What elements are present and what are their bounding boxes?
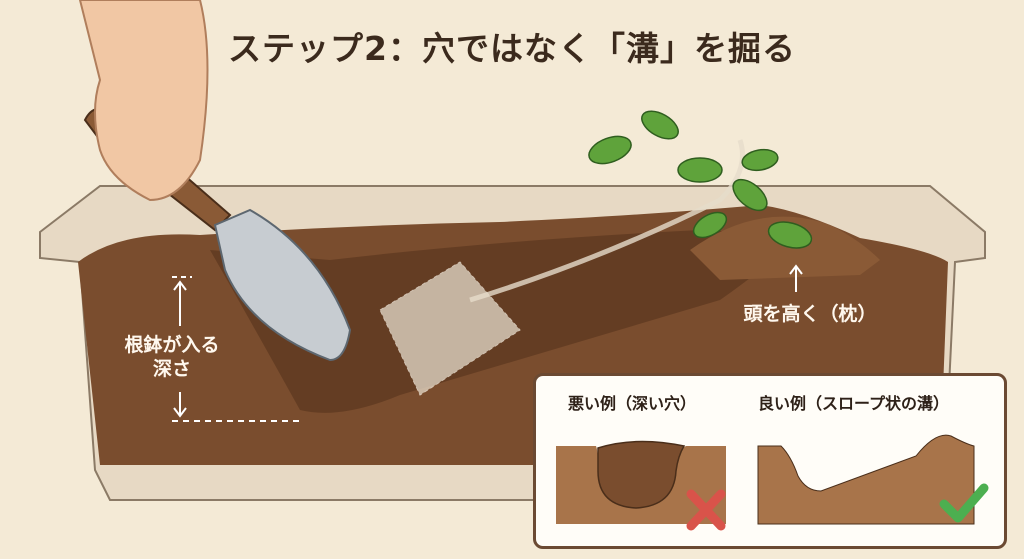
stem xyxy=(469,139,745,303)
depth-label-line2: 深さ xyxy=(152,358,191,380)
pillow-label: 頭を高く（枕） xyxy=(743,303,877,325)
arrow-down-icon xyxy=(173,392,187,418)
bad-example-soil xyxy=(556,446,726,524)
pillow-mound xyxy=(690,216,880,280)
comparison-panel: 悪い例（深い穴） 良い例（スロープ状の溝） xyxy=(533,373,1007,549)
cross-icon xyxy=(686,489,726,531)
check-icon xyxy=(939,483,989,523)
page-title: ステップ2：穴ではなく「溝」を掘る xyxy=(228,29,796,68)
depth-label-line1: 根鉢が入る xyxy=(124,334,220,356)
depth-label: 根鉢が入る 深さ xyxy=(92,333,252,381)
leaves xyxy=(588,110,813,249)
bad-example-label: 悪い例（深い穴） xyxy=(568,394,697,413)
good-example-soil xyxy=(757,434,975,525)
arrow-up-icon xyxy=(173,280,187,326)
comparison-graphics xyxy=(556,434,989,531)
good-example-label: 良い例（スロープ状の溝） xyxy=(758,394,950,413)
trowel-blade xyxy=(213,208,352,362)
pillow-arrow-icon xyxy=(789,264,803,292)
bad-example-hole xyxy=(597,440,686,509)
hand xyxy=(78,0,209,202)
